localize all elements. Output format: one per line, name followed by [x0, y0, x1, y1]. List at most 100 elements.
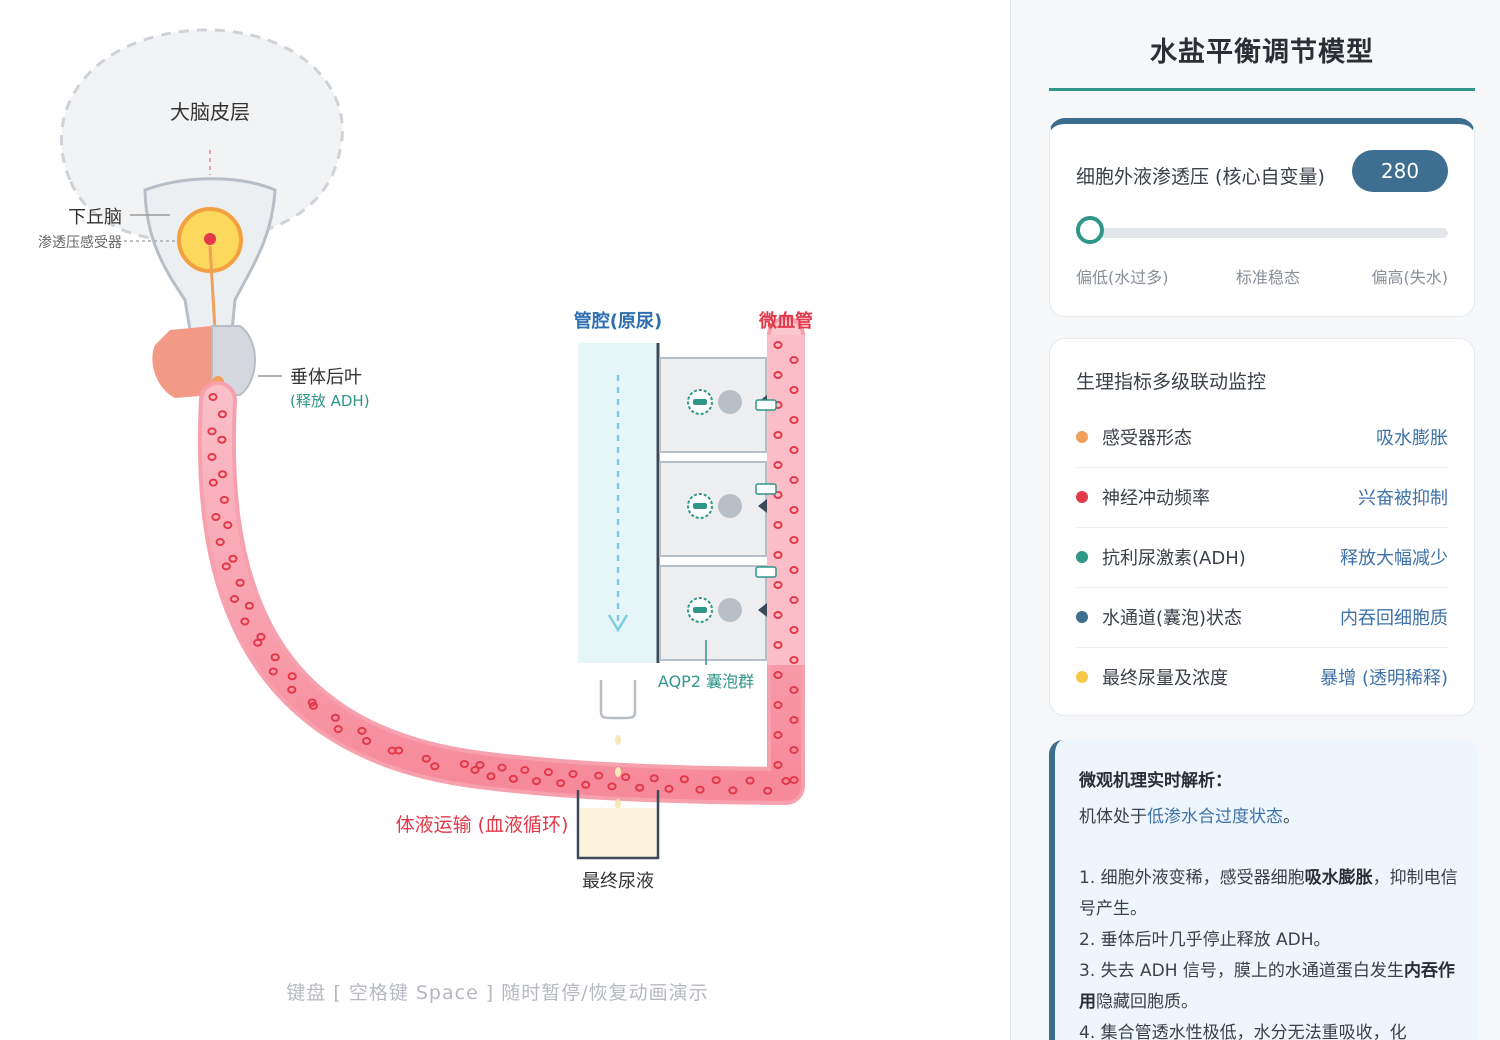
monitor-row-value: 释放大幅减少 [1340, 548, 1448, 569]
adh-receptor [755, 566, 777, 578]
red-blood-cell [607, 782, 617, 791]
blood-vessel [197, 316, 805, 805]
collecting-duct: 管腔(原尿) 微血管 AQP2 囊泡群 [574, 310, 813, 691]
title-divider [1049, 88, 1475, 91]
red-blood-cell [308, 701, 318, 710]
red-blood-cell [695, 785, 705, 794]
red-blood-cell [789, 566, 799, 574]
red-blood-cell [475, 761, 485, 769]
status-dot [1076, 671, 1088, 683]
red-blood-cell [287, 685, 297, 694]
osmolarity-label: 细胞外液渗透压 (核心自变量) [1076, 166, 1325, 188]
osmolarity-value-badge: 280 [1352, 150, 1448, 192]
monitor-row-value: 吸水膨胀 [1376, 428, 1448, 449]
red-blood-cell [679, 775, 689, 784]
red-blood-cell [219, 495, 229, 504]
status-dot [1076, 431, 1088, 443]
red-blood-cell [497, 763, 507, 772]
monitor-row-nerve: 神经冲动频率 兴奋被抑制 [1076, 467, 1448, 528]
red-blood-cell [773, 371, 783, 379]
regulation-diagram: 大脑皮层 下丘脑 渗透压感受器 垂体后叶 (释放 ADH) 体液运输 (血液循环… [38, 28, 813, 892]
red-blood-cell [773, 461, 783, 469]
analysis-title: 微观机理实时解析： [1079, 771, 1232, 791]
keyboard-hint: 键盘 [ 空格键 Space ] 随时暂停/恢复动画演示 [286, 982, 709, 1004]
receptor-label: 渗透压感受器 [38, 234, 122, 251]
circulation-label: 体液运输 (血液循环) [396, 814, 569, 836]
cell-nucleus [718, 390, 742, 414]
analysis-step-1: 1. 细胞外液变稀，感受器细胞吸水膨胀，抑制电信号产生。 [1079, 868, 1458, 919]
monitor-row-label: 感受器形态 [1102, 428, 1192, 449]
red-blood-cell [789, 776, 799, 784]
osmolarity-slider-thumb[interactable] [1076, 216, 1104, 244]
monitor-row-value: 暴增 (透明稀释) [1320, 668, 1448, 689]
monitor-row-receptor: 感受器形态 吸水膨胀 [1076, 407, 1448, 468]
red-blood-cell [664, 784, 674, 793]
tick-normal: 标准稳态 [1236, 268, 1301, 287]
red-blood-cell [217, 410, 227, 419]
red-blood-cell [211, 513, 221, 521]
osmolarity-card: 细胞外液渗透压 (核心自变量) 280 偏低(水过多) 标准稳态 偏高(失水) [1049, 118, 1475, 317]
red-blood-cell [287, 672, 297, 681]
red-blood-cell [789, 716, 799, 724]
red-blood-cell [789, 626, 799, 634]
red-blood-cell [773, 431, 783, 439]
red-blood-cell [244, 601, 254, 610]
red-blood-cell [568, 770, 578, 778]
osmolarity-slider-track[interactable] [1078, 228, 1448, 238]
red-blood-cell [773, 641, 783, 649]
red-blood-cell [789, 506, 799, 514]
red-blood-cell [330, 713, 340, 722]
red-blood-cell [208, 393, 218, 401]
capillary-label: 微血管 [758, 310, 813, 332]
urine-output: 最终尿液 [576, 680, 660, 892]
analysis-body: 机体处于低渗水合过度状态。 1. 细胞外液变稀，感受器细胞吸水膨胀，抑制电信号产… [1079, 802, 1459, 1040]
red-blood-cell [773, 491, 783, 499]
analysis-card: 微观机理实时解析： 机体处于低渗水合过度状态。 1. 细胞外液变稀，感受器细胞吸… [1049, 740, 1479, 1040]
red-blood-cell [253, 638, 263, 647]
urine-label: 最终尿液 [582, 871, 654, 892]
red-blood-cell [229, 595, 240, 603]
panel-title: 水盐平衡调节模型 [1150, 37, 1374, 68]
red-blood-cell [789, 596, 799, 604]
red-blood-cell [362, 737, 372, 745]
red-blood-cell [789, 416, 799, 424]
red-blood-cell [459, 760, 469, 768]
monitor-row-urine: 最终尿量及浓度 暴增 (透明稀释) [1076, 647, 1448, 707]
cortex: 大脑皮层 [59, 28, 344, 240]
tick-high: 偏高(失水) [1371, 268, 1449, 287]
epithelial-cell [659, 357, 767, 453]
red-blood-cell [235, 578, 245, 587]
red-blood-cell [207, 427, 217, 436]
red-blood-cell [773, 701, 783, 709]
red-blood-cell [763, 786, 773, 795]
red-blood-cell [745, 776, 755, 785]
red-blood-cell [773, 581, 783, 589]
red-blood-cell [508, 774, 519, 783]
red-blood-cell [520, 766, 530, 774]
red-blood-cell [223, 521, 233, 530]
red-blood-cell [215, 538, 225, 546]
red-blood-cell [581, 780, 591, 789]
pituitary: 垂体后叶 (释放 ADH) [152, 325, 370, 410]
lumen-label: 管腔(原尿) [574, 310, 662, 332]
red-blood-cell [789, 476, 799, 484]
red-blood-cell [773, 761, 783, 769]
analysis-step-3: 3. 失去 ADH 信号，膜上的水通道蛋白发生内吞作用隐藏回胞质。 [1079, 961, 1455, 1012]
red-blood-cell [256, 632, 266, 641]
red-blood-cell [789, 656, 799, 664]
monitor-row-value: 兴奋被抑制 [1358, 488, 1448, 509]
monitor-card: 生理指标多级联动监控 感受器形态 吸水膨胀 神经冲动频率 兴奋被抑制 抗利尿激素… [1049, 338, 1475, 716]
red-blood-cell [789, 536, 799, 544]
control-panel: 水盐平衡调节模型 细胞外液渗透压 (核心自变量) 280 偏低(水过多) 标准稳… [1010, 0, 1500, 1040]
aqp2-label: AQP2 囊泡群 [658, 672, 754, 691]
red-blood-cell [621, 773, 631, 782]
adh-receptor [755, 399, 777, 411]
red-blood-cell [773, 341, 783, 349]
red-blood-cell [217, 470, 228, 479]
pituitary-label: 垂体后叶 [290, 367, 362, 388]
red-blood-cell [711, 776, 721, 785]
red-blood-cell [208, 478, 218, 487]
red-blood-cell [470, 766, 480, 774]
diagram-stage: 大脑皮层 下丘脑 渗透压感受器 垂体后叶 (释放 ADH) 体液运输 (血液循环… [38, 28, 813, 1004]
red-blood-cell [789, 746, 799, 754]
